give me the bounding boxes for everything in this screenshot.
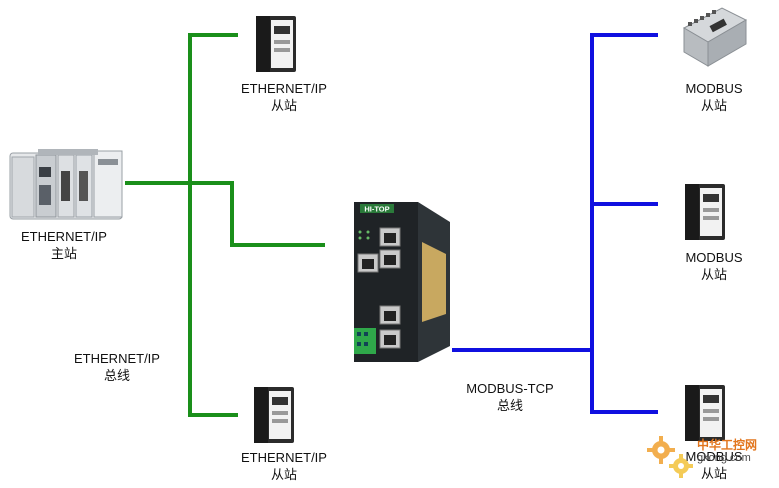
hi-top-gateway: HI-TOP <box>354 202 450 362</box>
ethernet-ip-slave-bottom-drive <box>254 387 294 443</box>
modbus-slave-middle-drive <box>685 184 725 240</box>
modbus-slave-top-label: MODBUS 从站 <box>685 81 743 113</box>
master-label: ETHERNET/IP 主站 <box>21 229 107 261</box>
ethernet-ip-bus-line <box>188 33 238 417</box>
watermark-brand: 中华工控网 <box>697 438 758 452</box>
gateway-brand: HI-TOP <box>364 205 389 214</box>
ethernet-ip-master-plc <box>9 149 123 220</box>
master-to-gateway-line <box>125 181 325 247</box>
modbus-slave-top-io-module <box>682 7 748 67</box>
modbus-slave-middle-label: MODBUS 从站 <box>685 250 743 282</box>
eip-slave-top-label: ETHERNET/IP 从站 <box>241 81 327 113</box>
gear-logo-icon <box>647 436 693 478</box>
ethernet-ip-slave-top-drive <box>256 16 296 72</box>
gkong-watermark: 中华工控网 gkong.com <box>645 432 775 484</box>
ethernet-ip-bus-label: ETHERNET/IP 总线 <box>74 351 160 383</box>
modbus-slave-bottom-drive <box>685 385 725 441</box>
watermark-site: gkong.com <box>697 452 751 464</box>
modbus-bus-line <box>590 33 658 414</box>
modbus-tcp-bus-label: MODBUS-TCP 总线 <box>466 381 554 413</box>
eip-slave-bottom-label: ETHERNET/IP 从站 <box>241 450 327 482</box>
modbus-slave-bottom-label: MODBUS 从站 <box>685 449 743 481</box>
